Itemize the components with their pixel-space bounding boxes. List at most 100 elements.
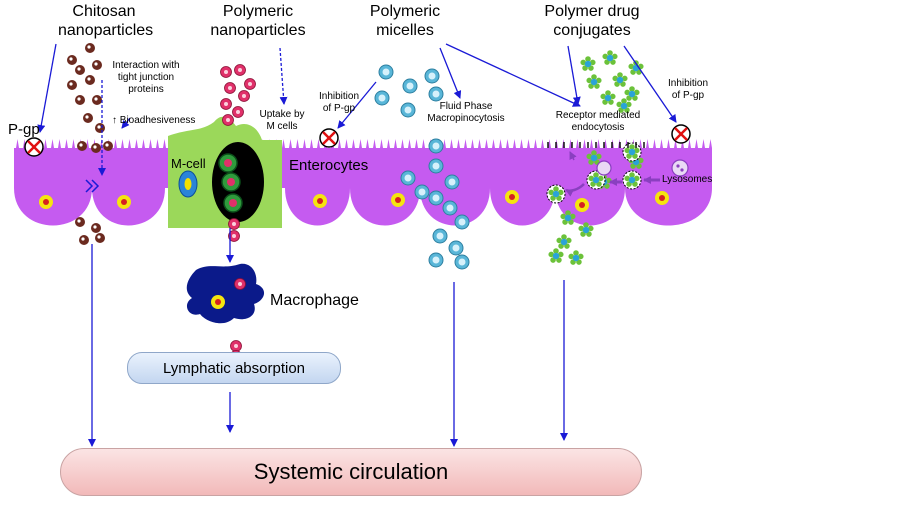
- receptor-mediated-label: Receptor mediated endocytosis: [552, 110, 644, 134]
- chitosan-particle-dot-2: [77, 67, 81, 71]
- conjugate-arm-endo-2-0: [553, 186, 559, 192]
- conjugate-arm-4-0: [617, 72, 623, 78]
- micelle-core-11: [448, 178, 456, 186]
- conjugate-core-3: [590, 78, 598, 86]
- polymeric-particle-dot-0: [224, 70, 228, 74]
- chitosan-particle-dot-4: [69, 82, 73, 86]
- polymeric-particle-dot-3: [228, 86, 232, 90]
- conjugate-arm-4-1: [621, 75, 628, 82]
- micelle-core-17: [458, 258, 466, 266]
- conjugate-arm-endo-0-1: [597, 175, 604, 182]
- lysosome-small: [596, 160, 612, 176]
- nucleolus-4: [509, 194, 515, 200]
- conjugate-core-4: [616, 76, 624, 84]
- chitosan-particle-dot-9: [97, 125, 101, 129]
- conjugate-arm-11-1: [587, 225, 594, 232]
- systemic-circulation-label: Systemic circulation: [253, 459, 449, 484]
- lymphatic-absorption-box: Lymphatic absorption: [127, 352, 341, 384]
- micelles-heading-line2: micelles: [376, 22, 434, 39]
- inhibition1-line2: of P-gp: [322, 103, 356, 114]
- conjugates-heading-line2: conjugates: [553, 22, 631, 39]
- polymeric-particle-dot-7: [226, 118, 230, 122]
- conjugate-core-11: [582, 226, 590, 234]
- systemic-circulation-box: Systemic circulation: [60, 448, 642, 496]
- chitosan-particle-dot-10: [105, 143, 109, 147]
- pgp-middle-cross-b: [322, 131, 336, 145]
- chitosan-particle-dot-1: [87, 45, 91, 49]
- fluid-phase-line1: Fluid Phase: [439, 101, 493, 112]
- micelle-core-3: [378, 94, 386, 102]
- conjugate-arm-5-1: [609, 93, 616, 100]
- conjugate-arm-endo-2-4: [548, 189, 555, 196]
- macrophage-body: [186, 263, 265, 324]
- uptake-line1: Uptake by: [259, 109, 305, 120]
- conjugate-arm-7-0: [621, 98, 627, 104]
- polymeric-nanoparticles-heading: Polymeric nanoparticles: [202, 2, 314, 40]
- polymeric-particle-dot-5: [224, 102, 228, 106]
- micelle-core-6: [432, 142, 440, 150]
- conjugate-arm-1-4: [602, 53, 609, 60]
- conjugate-arm-6-1: [633, 89, 640, 96]
- arrow-uptake-m-cells: [279, 47, 288, 105]
- polymeric-particle-dot-2: [248, 82, 252, 86]
- polymeric-particle-dot-8: [232, 222, 236, 226]
- chitosan-particle-dot-8: [85, 115, 89, 119]
- lysosome-dot-b: [680, 168, 684, 172]
- conjugate-arm-3-4: [586, 77, 593, 84]
- conjugate-arm-3-1: [595, 77, 602, 84]
- chitosan-particle-dot-7: [77, 97, 81, 101]
- micelle-core-16: [432, 256, 440, 264]
- arrow-chitosan-to-pgp: [37, 43, 57, 133]
- conjugates-heading-line1: Polymer drug: [544, 3, 640, 20]
- conjugate-arm-0-4: [580, 59, 587, 66]
- conjugate-arm-0-0: [585, 56, 591, 62]
- conjugate-arm-3-0: [591, 74, 597, 80]
- arrow-micelles-receptor: [445, 43, 581, 107]
- conjugate-arm-8-4: [586, 153, 593, 160]
- conjugate-arm-10-4: [556, 237, 563, 244]
- chitosan-particle-dot-3: [94, 62, 98, 66]
- arrow-bioadhesiveness: [121, 117, 131, 129]
- uptake-line2: M cells: [266, 121, 298, 132]
- lysosomes-label: Lysosomes: [662, 174, 713, 185]
- inhibition-pgp-label-1: Inhibition of P-gp: [315, 91, 363, 115]
- m-cell-vesicle-core-0: [224, 159, 232, 167]
- conjugate-arm-endo-2-1: [557, 189, 564, 196]
- conjugate-arm-endo-3-0: [629, 144, 635, 150]
- conjugate-arm-5-4: [600, 93, 607, 100]
- pgp-right-cross-b: [674, 127, 688, 141]
- conjugate-arm-12-0: [553, 248, 559, 254]
- chitosan-particle-dot-14: [93, 225, 97, 229]
- conjugate-arm-endo-3-1: [633, 147, 640, 154]
- purple-arrow-3: [565, 183, 585, 197]
- micelle-core-2: [428, 72, 436, 80]
- polymeric-particle-dot-9: [232, 234, 236, 238]
- fluid-phase-label: Fluid Phase Macropinocytosis: [412, 101, 520, 125]
- conjugate-arm-14-4: [560, 213, 567, 220]
- polymeric-particle-dot-1: [238, 68, 242, 72]
- conjugate-arm-endo-0-0: [593, 172, 599, 178]
- tight-junction-line3: proteins: [128, 84, 164, 95]
- chitosan-particle-dot-16: [81, 237, 85, 241]
- arrow-micelles-fluid: [439, 47, 462, 99]
- conjugate-arm-11-0: [583, 222, 589, 228]
- chitosan-heading-line2: nanoparticles: [58, 22, 154, 39]
- conjugate-arm-11-4: [578, 225, 585, 232]
- enterocytes-label: Enterocytes: [289, 157, 369, 174]
- conjugate-arm-13-1: [577, 253, 584, 260]
- nucleolus-1: [121, 199, 127, 205]
- chitosan-heading-line1: Chitosan: [72, 3, 136, 20]
- lysosome-large: [671, 159, 689, 177]
- conjugate-core-endo-1: [628, 176, 636, 184]
- micelle-core-7: [432, 162, 440, 170]
- nucleolus-3: [395, 197, 401, 203]
- micelle-core-14: [436, 232, 444, 240]
- m-cell-nucleolus: [184, 178, 192, 190]
- conjugate-arm-13-4: [568, 253, 575, 260]
- arrow-conjugates-receptor: [567, 45, 581, 105]
- arrow-conjugates-pgp: [623, 45, 677, 123]
- nucleolus-0: [43, 199, 49, 205]
- macrophage-nucleolus: [215, 299, 221, 305]
